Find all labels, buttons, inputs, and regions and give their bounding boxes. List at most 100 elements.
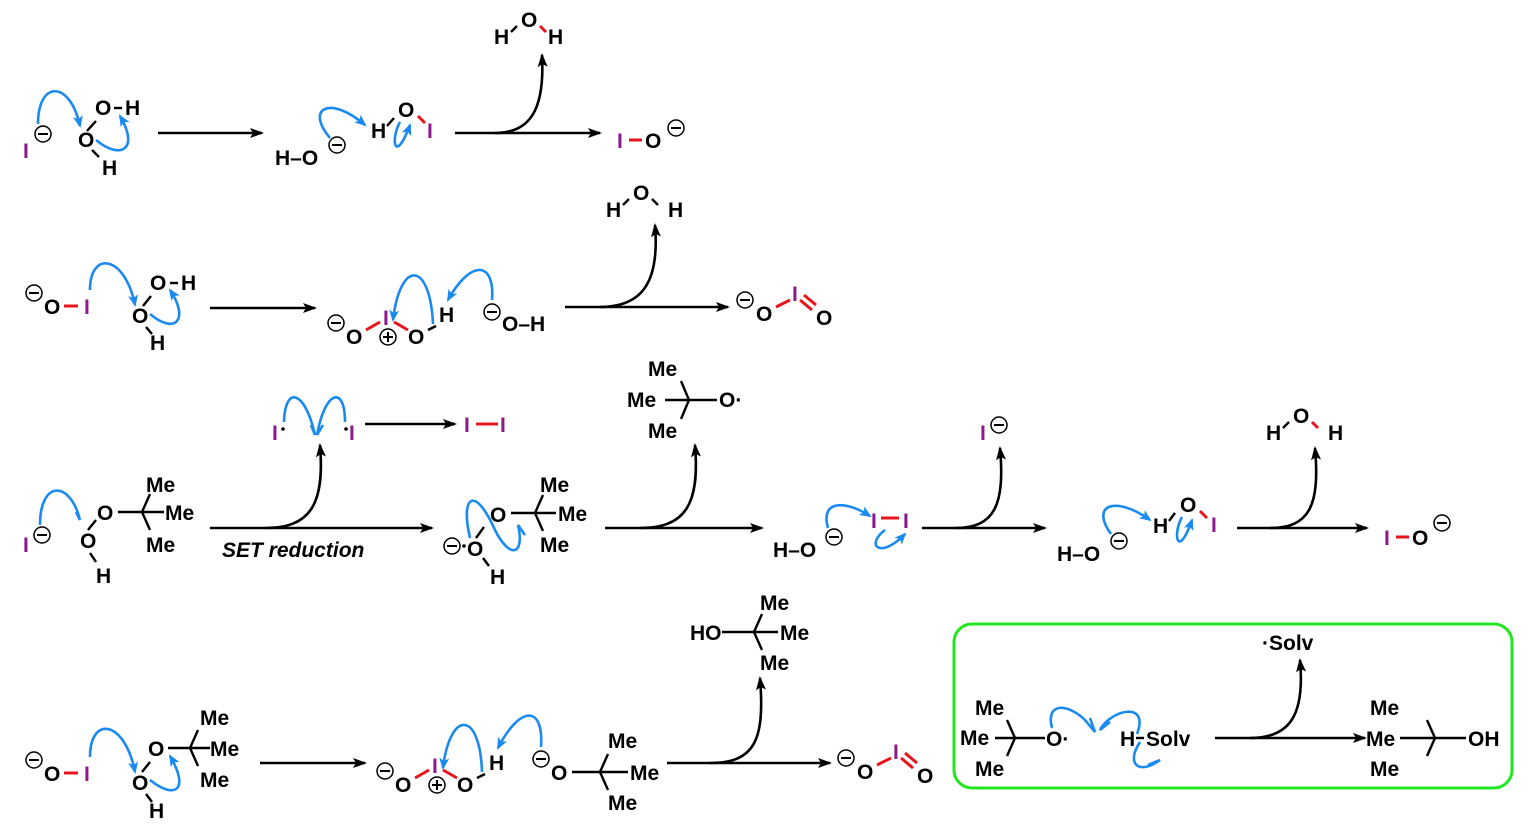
iodine-atom: I xyxy=(84,763,90,786)
iodine-radical: I xyxy=(349,422,355,445)
fishhook-arrow-icon xyxy=(1098,710,1141,735)
positive-charge-icon xyxy=(428,776,446,794)
negative-charge-icon xyxy=(376,762,394,780)
methyl-label: Me xyxy=(627,389,656,412)
fishhook-arrow-icon xyxy=(1049,706,1097,733)
curly-arrow-icon xyxy=(389,274,435,325)
iodine-atom: I xyxy=(427,120,433,143)
curly-arrow-icon xyxy=(88,262,138,307)
side-product-arrow xyxy=(1269,446,1322,530)
row-2-hypoiodite-peroxide: O I O O H H O I O H xyxy=(25,182,832,355)
iodine-atom: I xyxy=(432,755,438,778)
oxygen-atom: O xyxy=(97,502,113,525)
hydrogen-atom: H xyxy=(439,304,454,327)
negative-charge-icon xyxy=(34,125,52,143)
negative-charge-icon xyxy=(837,749,855,767)
oxygen-atom: O xyxy=(756,303,772,326)
negative-charge-icon xyxy=(25,751,43,769)
oxygen-atom: O xyxy=(398,99,414,122)
negative-charge-icon xyxy=(736,291,754,309)
negative-charge-icon xyxy=(990,416,1008,434)
methyl-label: Me xyxy=(1366,728,1395,751)
oxygen-atom: O xyxy=(346,326,362,349)
negative-charge-icon xyxy=(483,303,501,321)
iodine-atom: I xyxy=(1211,514,1217,537)
methyl-label: Me xyxy=(540,534,569,557)
oxygen-atom: O xyxy=(1293,405,1309,428)
hydrogen-atom: H xyxy=(125,97,140,120)
methyl-label: Me xyxy=(200,707,229,730)
positive-charge-icon xyxy=(379,328,397,346)
oxygen-atom: O xyxy=(150,272,166,295)
hydrogen-atom: H xyxy=(96,565,111,588)
hydrogen-atom: H xyxy=(1153,515,1168,538)
hydrogen-atom: H xyxy=(181,272,196,295)
curly-arrow-icon xyxy=(88,727,139,774)
curly-arrow-icon xyxy=(95,114,130,152)
oxygen-atom: O xyxy=(645,130,661,153)
methyl-label: Me xyxy=(608,730,637,753)
methyl-label: Me xyxy=(540,474,569,497)
negative-charge-icon xyxy=(1433,514,1451,532)
methyl-label: Me xyxy=(200,769,229,792)
oxygen-atom: O xyxy=(521,9,537,32)
row-4-hypoiodite-tbhp: O I O O Me Me Me H O I O H xyxy=(25,592,933,823)
hydrogen-atom: H xyxy=(668,199,683,222)
oxygen-atom: O xyxy=(95,97,111,120)
hydrogen-atom: H xyxy=(606,199,621,222)
side-product-arrow xyxy=(494,53,548,135)
hydroxyl-label: HO xyxy=(690,622,722,645)
highlight-box xyxy=(952,622,1514,790)
methyl-label: Me xyxy=(975,758,1004,781)
oxygen-atom: O xyxy=(78,129,94,152)
oxygen-atom: O xyxy=(132,772,148,795)
radical-dot-icon xyxy=(462,544,466,548)
side-product-arrow xyxy=(709,676,766,765)
solvent-label: Solv xyxy=(1146,728,1191,751)
negative-charge-icon xyxy=(667,119,685,137)
methyl-label: Me xyxy=(1370,758,1399,781)
hydroxide-label: H–O xyxy=(773,539,816,562)
curly-arrow-icon xyxy=(393,121,412,148)
hydrogen-atom: H xyxy=(1328,422,1343,445)
hydrogen-atom: H xyxy=(1120,728,1135,751)
fishhook-arrow-icon xyxy=(465,499,527,552)
methyl-label: Me xyxy=(165,502,194,525)
iodine-atom: I xyxy=(23,140,29,163)
methyl-label: Me xyxy=(608,792,637,815)
fishhook-arrow-icon xyxy=(282,396,317,436)
radical-dot-icon xyxy=(281,427,285,431)
oxygen-atom: O xyxy=(44,296,60,319)
fishhook-arrow-icon xyxy=(315,396,347,436)
negative-charge-icon xyxy=(532,750,550,768)
curly-arrow-icon xyxy=(149,754,181,792)
hydrogen-atom: H xyxy=(490,566,505,589)
negative-charge-icon xyxy=(1110,532,1128,550)
methyl-label: Me xyxy=(975,697,1004,720)
curly-arrow-icon xyxy=(439,723,484,773)
negative-charge-icon xyxy=(443,537,461,555)
side-product-arrow xyxy=(599,223,661,309)
curly-arrow-icon xyxy=(318,106,367,139)
hydrogen-atom: H xyxy=(489,752,504,775)
negative-charge-icon xyxy=(328,136,346,154)
iodine-atom: I xyxy=(464,414,470,437)
negative-charge-icon xyxy=(33,526,51,544)
oxygen-atom: O xyxy=(917,765,933,788)
methyl-label: Me xyxy=(146,534,175,557)
oxygen-atom: O xyxy=(490,504,506,527)
oxygen-atom: O xyxy=(816,307,832,330)
curly-arrow-icon xyxy=(149,288,181,326)
curly-arrow-icon xyxy=(496,714,543,750)
iodine-atom: I xyxy=(500,414,506,437)
iodine-atom: I xyxy=(23,534,29,557)
hydroxide-label: O–H xyxy=(502,313,545,336)
hydrogen-atom: H xyxy=(149,800,164,823)
methyl-label: Me xyxy=(648,420,677,443)
iodine-atom: I xyxy=(893,741,899,764)
oxygen-atom: O xyxy=(857,761,873,784)
iodine-atom: I xyxy=(903,510,909,533)
hydrogen-atom: H xyxy=(548,26,563,49)
iodine-atom: I xyxy=(617,130,623,153)
